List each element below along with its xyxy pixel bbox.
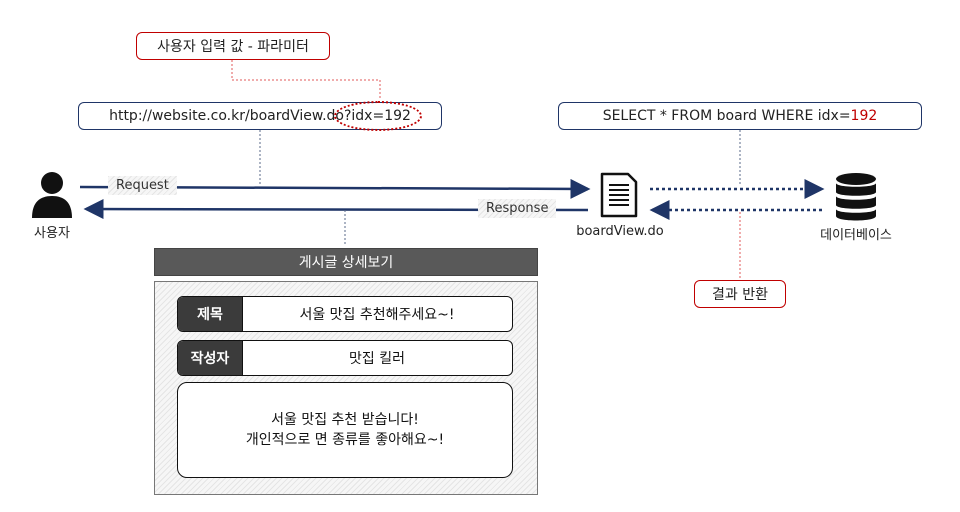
board-panel: 제목 서울 맛집 추천해주세요~! 작성자 맛집 킬러 서울 맛집 추천 받습니… [154, 281, 538, 495]
request-label: Request [108, 176, 177, 195]
sql-prefix: SELECT * FROM board WHERE idx= [602, 108, 851, 124]
url-prefix: http://website.co.kr/boardView.do [109, 108, 344, 124]
query-highlight-ellipse [334, 101, 422, 131]
board-header: 게시글 상세보기 [154, 248, 538, 276]
db-label: 데이터베이스 [820, 228, 892, 243]
user-icon [32, 172, 72, 218]
title-field-value: 서울 맛집 추천해주세요~! [299, 307, 455, 323]
sql-box: SELECT * FROM board WHERE idx=192 [558, 102, 922, 130]
title-field: 제목 서울 맛집 추천해주세요~! [177, 296, 513, 332]
sql-value: 192 [850, 108, 878, 124]
result-label: 결과 반환 [712, 287, 768, 303]
title-field-label: 제목 [178, 297, 243, 331]
body-line-2: 개인적으로 면 종류를 좋아해요~! [245, 432, 445, 448]
user-label: 사용자 [34, 226, 70, 241]
result-label-box: 결과 반환 [694, 280, 786, 308]
body-line-1: 서울 맛집 추천 받습니다! [271, 412, 419, 428]
author-field-label: 작성자 [178, 341, 243, 375]
document-icon [600, 172, 638, 218]
parameter-label: 사용자 입력 값 - 파라미터 [157, 39, 309, 55]
body-field: 서울 맛집 추천 받습니다! 개인적으로 면 종류를 좋아해요~! [177, 382, 513, 478]
response-label: Response [478, 199, 557, 218]
parameter-connector [231, 60, 381, 100]
parameter-label-box: 사용자 입력 값 - 파라미터 [136, 32, 330, 60]
server-label: boardView.do [576, 224, 664, 239]
author-field-value: 맛집 킬러 [349, 351, 405, 367]
board-header-text: 게시글 상세보기 [298, 255, 394, 271]
database-icon [836, 173, 876, 221]
author-field: 작성자 맛집 킬러 [177, 340, 513, 376]
